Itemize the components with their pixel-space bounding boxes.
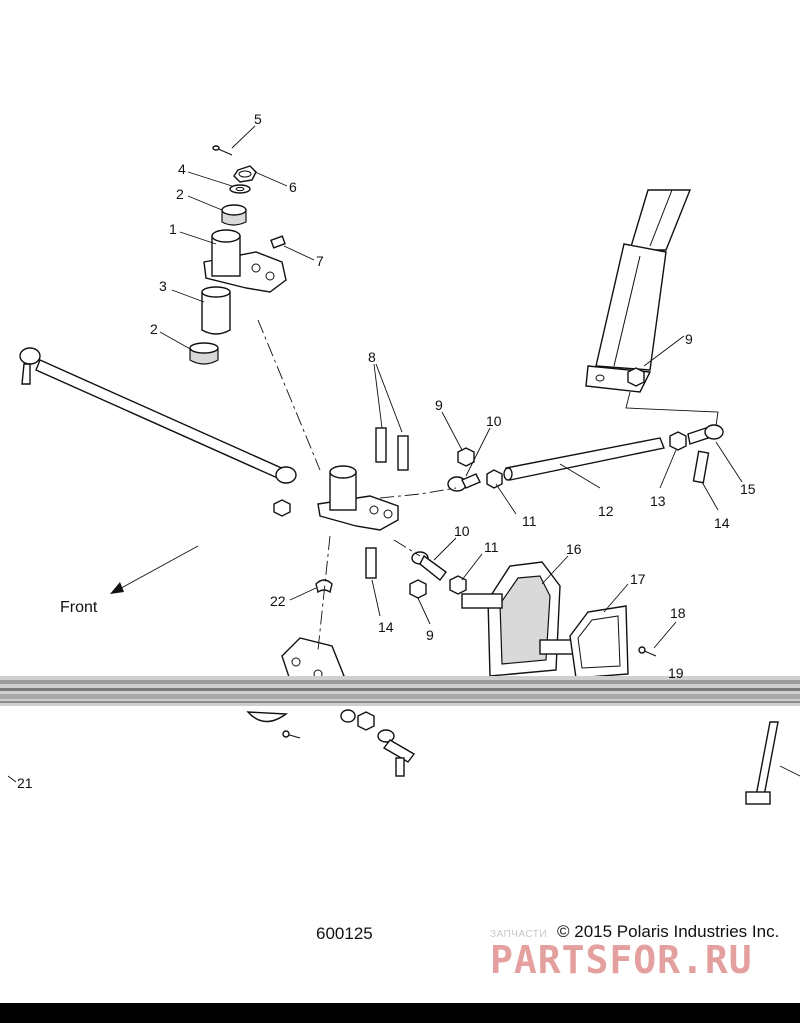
gearbox-housing	[461, 561, 581, 677]
callout-19: 19	[668, 665, 684, 681]
callout-18: 18	[670, 605, 686, 621]
figure-number: 600125	[316, 924, 373, 943]
nut-column	[627, 367, 645, 387]
callout-9-center: 9	[435, 397, 443, 413]
pivot-arm-upper	[203, 229, 287, 293]
callout-17: 17	[630, 571, 646, 587]
callout-5: 5	[254, 111, 262, 127]
callout-11-upper: 11	[522, 513, 537, 529]
jam-nut-right	[669, 431, 687, 451]
bottom-bar	[0, 1003, 800, 1023]
long-tie-rod	[19, 347, 297, 484]
pivot-arm-lower	[317, 465, 399, 531]
callout-7: 7	[316, 253, 324, 269]
nut-top	[233, 165, 257, 183]
callout-1: 1	[169, 221, 177, 237]
scan-noise-band	[0, 676, 800, 706]
rod-end-lower	[377, 729, 416, 777]
washer	[229, 184, 251, 194]
callout-11-lower: 11	[484, 539, 499, 555]
callout-14-lower: 14	[378, 619, 394, 635]
callout-6: 6	[289, 179, 297, 195]
lower-rod-end	[411, 551, 447, 581]
bolt-pair	[375, 427, 409, 471]
callout-21: 21	[17, 775, 33, 791]
callout-13: 13	[650, 493, 666, 509]
long-bolt-right	[745, 721, 800, 805]
rod-end-right	[687, 424, 724, 445]
cotter-pin	[212, 145, 233, 156]
small-bolt-right	[638, 646, 657, 657]
nut-lower-left	[409, 579, 427, 599]
clip	[315, 579, 333, 594]
nut-left	[273, 499, 291, 517]
callout-12: 12	[598, 503, 614, 519]
leader-lines	[7, 125, 743, 783]
steering-column	[585, 189, 692, 393]
callout-15: 15	[740, 481, 756, 497]
callout-16: 16	[566, 541, 582, 557]
front-label: Front	[60, 599, 98, 616]
flange	[246, 711, 289, 723]
jam-nut-upper	[486, 469, 503, 489]
sleeve	[201, 286, 231, 335]
bushing-small	[340, 709, 375, 731]
callout-9-lower: 9	[426, 627, 434, 643]
lower-pin	[282, 730, 301, 739]
rod-end-upper	[447, 473, 481, 492]
callout-22: 22	[270, 593, 286, 609]
callout-3: 3	[159, 278, 167, 294]
callout-4: 4	[178, 161, 186, 177]
nut-center	[457, 447, 475, 467]
callout-2-top: 2	[176, 186, 184, 202]
gearbox-cover	[569, 605, 629, 679]
callout-2-bottom: 2	[150, 321, 158, 337]
bolt-right	[692, 450, 710, 484]
callout-labels: 5 4 6 2 1 7 3 2 8 9 10 9 11 12 13 15 14 …	[17, 111, 756, 791]
lower-bolt	[365, 547, 377, 579]
callout-10-upper: 10	[486, 413, 502, 429]
short-tie-rod	[503, 437, 665, 481]
callout-14-right: 14	[714, 515, 730, 531]
nut-lower-right	[449, 575, 467, 595]
callout-8: 8	[368, 349, 376, 365]
copyright-text: © 2015 Polaris Industries Inc.	[557, 922, 780, 941]
watermark-logo: PARTSFOR.RU	[490, 938, 753, 982]
watermark-caption: ЗАПЧАСТИ	[490, 929, 548, 940]
bushing-top	[221, 204, 247, 226]
callout-10-lower: 10	[454, 523, 470, 539]
callout-9-column: 9	[685, 331, 693, 347]
bushing-bottom	[189, 342, 219, 365]
grease-fitting	[270, 235, 286, 249]
